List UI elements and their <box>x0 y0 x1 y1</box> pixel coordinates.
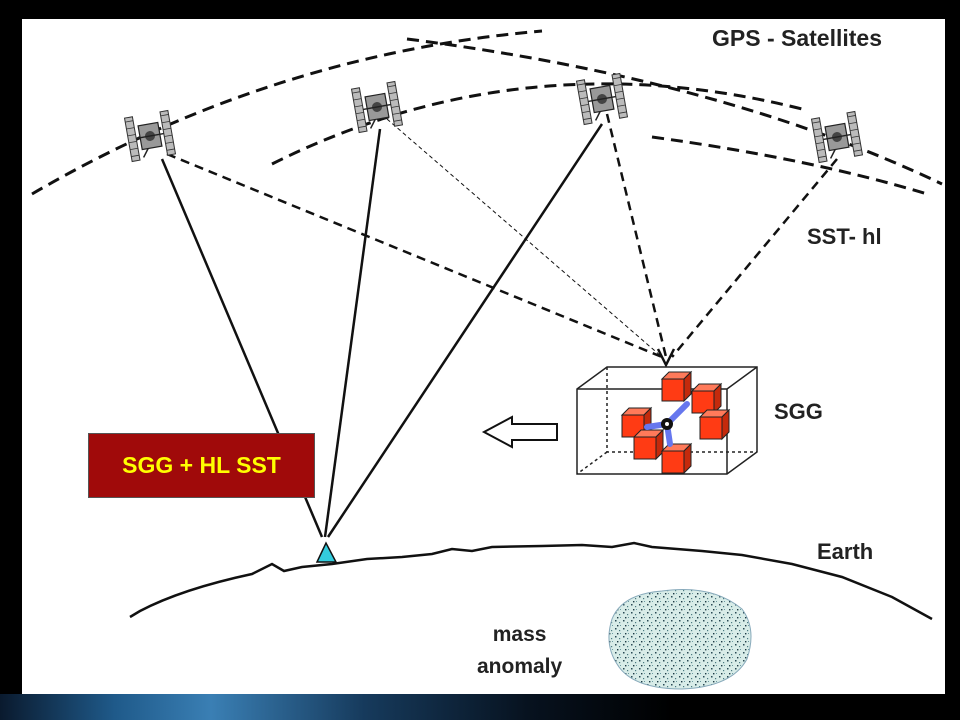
diagram-canvas <box>31 29 943 690</box>
diagram-panel: GPS - Satellites SST- hl SGG Earth mass … <box>22 19 945 694</box>
gradiometer-center-dot <box>665 422 669 426</box>
mass-anomaly-label: mass anomaly <box>477 619 562 683</box>
satellite-icon <box>810 110 864 164</box>
arrowhead-into-sgg <box>656 348 676 368</box>
arrow-left-icon <box>481 415 558 449</box>
orbit-arc-2 <box>271 82 803 166</box>
ground-receiver-icon <box>315 541 338 563</box>
orbit-arc-4 <box>651 135 928 196</box>
link-ground-sat2 <box>323 128 382 538</box>
earth-surface <box>129 541 933 621</box>
satellite-icon <box>123 109 177 163</box>
sst-hl-label: SST- hl <box>807 224 882 249</box>
sgg-hl-sst-callout: SGG + HL SST <box>88 433 315 498</box>
mass-anomaly-label-line1: mass <box>492 623 547 646</box>
orbit-arc-3 <box>406 37 943 186</box>
satellite-orbits <box>31 29 943 196</box>
gradiometer-cube <box>698 408 731 441</box>
gradiometer-cube <box>632 428 665 461</box>
earth-label: Earth <box>817 539 874 564</box>
orbit-arc-1 <box>31 29 543 196</box>
gradiometer-cube <box>690 382 723 415</box>
satellite-icon <box>350 80 404 134</box>
gradiometer-cube <box>660 442 693 475</box>
mass-anomaly-blob <box>608 588 752 690</box>
gradiometer-cube <box>660 370 693 403</box>
gps-satellites <box>123 72 864 164</box>
link-sat3-sgg <box>605 113 668 358</box>
mass-anomaly-label-line2: anomaly <box>477 655 563 678</box>
gps-satellites-label: GPS - Satellites <box>712 25 883 51</box>
sgg-box-hidden-edges <box>576 367 757 475</box>
link-sat1-sgg <box>166 152 663 359</box>
sgg-label: SGG <box>774 399 823 424</box>
link-sat4-sgg <box>671 158 838 358</box>
link-sat2-sgg <box>386 118 663 358</box>
satellite-icon <box>575 72 629 126</box>
link-ground-sat3 <box>326 123 604 538</box>
background-bottom-strip <box>0 694 960 720</box>
hl-sst-links <box>166 113 838 359</box>
gradiometer-cubes <box>620 370 731 475</box>
